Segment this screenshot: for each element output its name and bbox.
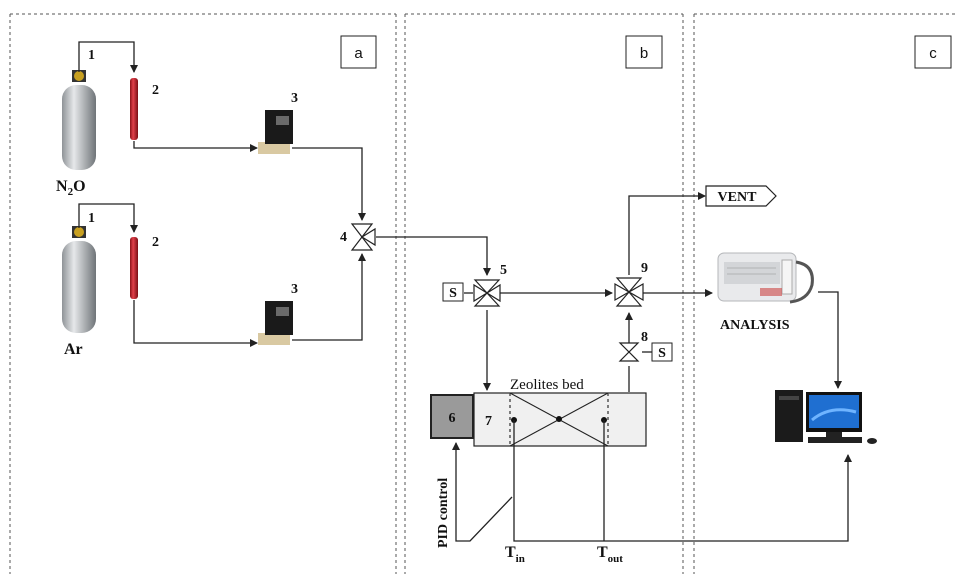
solenoid-s-box-5: S (443, 283, 463, 301)
signal-line-to-pc (818, 292, 838, 388)
section-label-c: c (915, 36, 951, 68)
filter-icon-top (130, 78, 138, 140)
svg-text:b: b (640, 45, 648, 62)
piping-section-b (376, 196, 712, 392)
label-3-bottom: 3 (291, 282, 298, 297)
valve-5-icon (474, 280, 500, 306)
mass-flow-controller-icon-top (258, 110, 293, 154)
filter-icon-bottom (130, 237, 138, 299)
label-2-top: 2 (152, 83, 159, 98)
valve-9-icon (615, 278, 643, 306)
gas-n2o-label: N2O (56, 178, 86, 198)
pid-controller-box: 6 (431, 395, 473, 438)
valve-4-icon (352, 224, 375, 250)
svg-text:6: 6 (449, 411, 456, 426)
n2o-cylinder-icon (62, 70, 96, 170)
piping-section-a (79, 42, 362, 343)
mass-flow-controller-icon-bottom (258, 301, 293, 345)
t-out-label: Tout (597, 544, 623, 565)
svg-text:a: a (354, 45, 363, 62)
label-3-top: 3 (291, 91, 298, 106)
svg-text:c: c (929, 45, 937, 62)
ar-cylinder-icon (62, 226, 96, 333)
svg-text:S: S (658, 346, 666, 361)
section-label-a: a (341, 36, 376, 68)
analyzer-icon (718, 253, 812, 302)
label-8: 8 (641, 330, 648, 345)
label-9: 9 (641, 261, 648, 276)
computer-icon (775, 390, 877, 444)
section-label-b: b (626, 36, 662, 68)
vent-outlet: VENT (706, 186, 776, 206)
analysis-label: ANALYSIS (720, 318, 790, 333)
label-4: 4 (340, 230, 347, 245)
label-7: 7 (485, 414, 492, 429)
t-in-label: Tin (505, 544, 525, 565)
zeolites-bed-reactor (474, 393, 646, 446)
label-2-bottom: 2 (152, 235, 159, 250)
svg-text:VENT: VENT (718, 190, 758, 205)
zeolites-bed-label: Zeolites bed (510, 377, 584, 393)
label-1-top: 1 (88, 48, 95, 63)
svg-text:S: S (449, 286, 457, 301)
label-5: 5 (500, 263, 507, 278)
pid-control-label: PID control (436, 478, 451, 548)
gas-ar-label: Ar (64, 341, 83, 358)
solenoid-s-box-8: S (652, 343, 672, 361)
valve-8-icon (620, 343, 638, 361)
label-1-bottom: 1 (88, 211, 95, 226)
